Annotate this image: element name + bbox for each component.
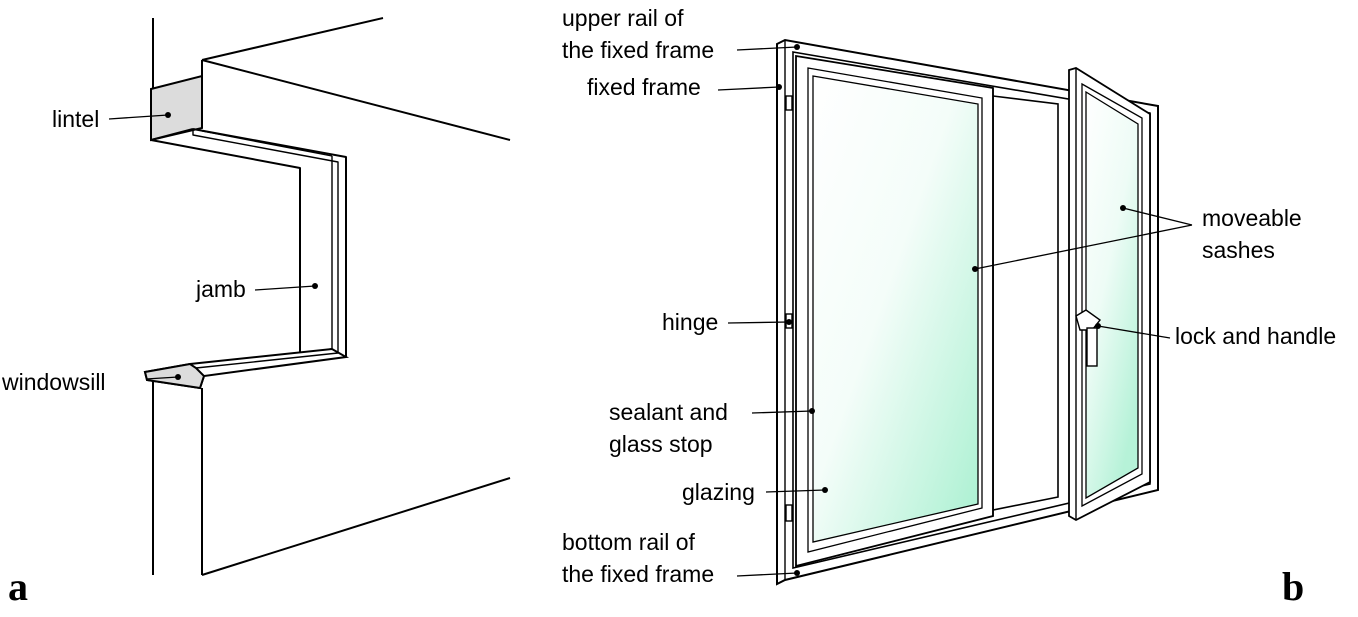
label-lock-handle: lock and handle — [1175, 323, 1336, 349]
left-glazing — [812, 75, 979, 543]
dot-bottom-rail — [794, 570, 800, 576]
dot-upper-rail — [794, 44, 800, 50]
leader-jamb — [254, 285, 316, 291]
reveal-head-inner — [150, 139, 301, 355]
label-bottom-rail-line2: the fixed frame — [562, 561, 714, 587]
leader-moveable-left — [974, 224, 1193, 270]
dot-fixed-frame — [776, 84, 782, 90]
dot-sealant — [809, 408, 815, 414]
right-glazing — [1085, 90, 1139, 500]
lintel-block — [150, 74, 203, 142]
label-jamb: jamb — [195, 276, 246, 302]
sill-inner-line — [195, 352, 339, 369]
leader-sealant — [751, 410, 813, 414]
dot-lock-handle — [1095, 323, 1101, 329]
dot-moveable-left — [972, 266, 978, 272]
upper-wall-reveal-edge — [201, 59, 511, 141]
leader-moveable-right — [1122, 207, 1193, 226]
panel-a-wall-section: lintel jamb windowsill a — [1, 17, 511, 609]
label-lintel: lintel — [52, 106, 99, 132]
label-moveable-line1: moveable — [1202, 205, 1302, 231]
windowsill-section — [143, 362, 206, 390]
dot-glazing — [822, 487, 828, 493]
lintel-bottom — [150, 128, 194, 141]
frame-inner-edge — [192, 129, 339, 353]
panel-letter-b: b — [1282, 564, 1304, 609]
leader-hinge — [727, 321, 790, 324]
leader-bottom-rail — [736, 572, 798, 577]
label-glazing: glazing — [682, 479, 755, 505]
label-upper-rail-line2: the fixed frame — [562, 37, 714, 63]
leader-windowsill — [145, 376, 179, 380]
label-moveable-line2: sashes — [1202, 237, 1275, 263]
leader-lock-handle — [1097, 325, 1171, 339]
label-upper-rail-line1: upper rail of — [562, 5, 684, 31]
label-bottom-rail-line1: bottom rail of — [562, 529, 696, 555]
hinge-bottom — [785, 504, 793, 522]
dot-windowsill — [175, 374, 181, 380]
label-sealant-line1: sealant and — [609, 399, 728, 425]
hinge-top — [785, 95, 793, 111]
handle-grip — [1086, 327, 1098, 367]
leader-fixed-frame — [717, 86, 780, 91]
leader-upper-rail — [736, 46, 798, 51]
label-windowsill: windowsill — [1, 369, 106, 395]
dot-jamb — [312, 283, 318, 289]
dot-hinge — [786, 319, 792, 325]
leader-lintel — [108, 114, 169, 120]
panel-b-window: upper rail of the fixed frame fixed fram… — [562, 5, 1336, 609]
leader-glazing — [765, 489, 826, 493]
label-sealant-line2: glass stop — [609, 431, 713, 457]
frame-head-line — [201, 130, 333, 157]
dot-moveable-right — [1120, 205, 1126, 211]
upper-wall-top-edge — [201, 17, 384, 61]
dot-lintel — [165, 112, 171, 118]
panel-letter-a: a — [8, 564, 28, 609]
label-hinge: hinge — [662, 309, 718, 335]
label-fixed-frame: fixed frame — [587, 74, 701, 100]
lower-wall-bottom-edge — [201, 477, 511, 576]
frame-outer-edge — [192, 128, 347, 357]
